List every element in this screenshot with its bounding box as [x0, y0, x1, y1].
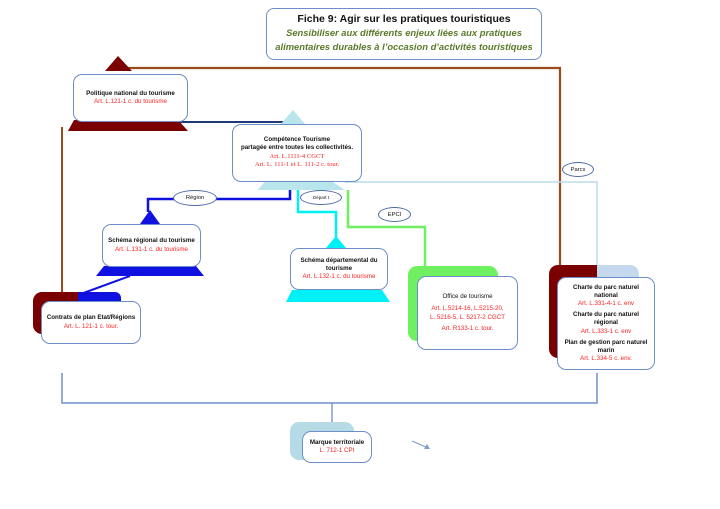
node-ref: Art. R133-1 c. tour.	[441, 324, 494, 332]
node-title: Charte du parc naturel	[572, 311, 639, 319]
label-text: EPCI	[387, 211, 402, 218]
node-politique-national[interactable]: Politique national du tourisme Art. L.12…	[73, 74, 188, 122]
node-ref: L. 712-1 CPI	[319, 447, 355, 454]
node-office-tourisme[interactable]: Office de tourisme Art. L.5214-16, L.521…	[417, 276, 518, 350]
label-region: Région	[173, 190, 217, 206]
node-title: Contrats de plan Etat/Régions	[46, 314, 136, 322]
label-departement: Départ t	[300, 190, 342, 205]
node-title: Charte du parc naturel	[572, 284, 639, 292]
node-title: national	[594, 292, 618, 300]
node-marque-territoriale[interactable]: Marque territoriale L. 712-1 CPI	[302, 431, 372, 463]
node-title: Compétence Tourisme	[263, 136, 331, 144]
label-parcs: Parcs	[562, 162, 594, 177]
node-title: Schéma régional du tourisme	[108, 237, 195, 245]
national-top-triangle	[105, 56, 132, 71]
node-ref: Art. L.132-1 c. du tourisme	[302, 273, 376, 281]
label-epci: EPCI	[378, 207, 411, 222]
node-title: partagée entre toutes les collectivités.	[240, 144, 354, 152]
node-title: Politique national du tourisme	[86, 89, 175, 97]
competence-bottom-trapezoid	[258, 180, 345, 190]
node-schema-departemental[interactable]: Schéma départemental du tourisme Art. L.…	[290, 248, 388, 290]
region-connector	[146, 190, 292, 212]
page-title: Fiche 9: Agir sur les pratiques touristi…	[297, 13, 511, 25]
small-arrow-head	[424, 444, 430, 449]
node-ref: Art. L.333-1 c. env	[580, 327, 632, 335]
regional-bottom-trapezoid	[96, 266, 204, 276]
label-text: Parcs	[570, 166, 586, 173]
node-ref: Art. L.334-5 c. env.	[580, 354, 632, 362]
label-text: Départ t	[312, 195, 329, 200]
node-ref: Art. L.121-1 c. du tourisme	[94, 98, 167, 105]
national-connector	[120, 66, 562, 265]
subtitle-line-1: Sensibiliser aux différents enjeux liées…	[286, 27, 522, 38]
node-ref: Art. L.1111-4 CGCT	[269, 152, 325, 160]
bottom-bracket	[61, 373, 598, 404]
node-title: Marque territoriale	[309, 438, 365, 446]
node-title: Plan de gestion parc naturel	[564, 338, 648, 346]
node-ref: Art. L.131-1 c. du tourisme	[115, 245, 188, 253]
node-ref: Art. L. 111-1 et L. 111-2 c. tour.	[254, 161, 340, 169]
epci-connector	[346, 190, 427, 268]
competence-top-triangle	[280, 110, 306, 125]
departement-connector	[296, 190, 338, 238]
subtitle-line-2: alimentaires durables à l’occasion d’act…	[275, 41, 533, 53]
regional-contrats-link	[77, 275, 131, 296]
node-ref: L. 5216-5, L. 5217-2 CGCT	[430, 313, 505, 321]
node-title: Office de tourisme	[442, 293, 493, 301]
node-title: régional	[593, 319, 619, 327]
node-parcs[interactable]: Charte du parc naturel national Art. L.3…	[557, 277, 655, 370]
node-ref: Art. L.331-4-1 c. env	[577, 300, 635, 308]
national-bottom-trapezoid	[68, 120, 188, 131]
node-title: Schéma départemental du	[300, 256, 378, 264]
node-schema-regional[interactable]: Schéma régional du tourisme Art. L.131-1…	[102, 224, 201, 267]
label-text: Région	[185, 195, 205, 201]
node-title: marin	[597, 346, 615, 354]
node-contrats-plan[interactable]: Contrats de plan Etat/Régions Art. L. 12…	[41, 301, 141, 344]
title-box: Fiche 9: Agir sur les pratiques touristi…	[266, 8, 542, 60]
node-ref: Art. L.5214-16, L.5215-20,	[431, 305, 504, 313]
parcs-connector	[345, 181, 598, 268]
regional-top-triangle	[140, 210, 160, 224]
node-competence-tourisme[interactable]: Compétence Tourisme partagée entre toute…	[232, 124, 362, 182]
departemental-bottom-trapezoid	[286, 290, 390, 302]
departemental-top-triangle	[326, 236, 346, 248]
node-title: tourisme	[325, 264, 353, 272]
node-ref: Art. L. 121-1 c. tour.	[63, 322, 119, 330]
